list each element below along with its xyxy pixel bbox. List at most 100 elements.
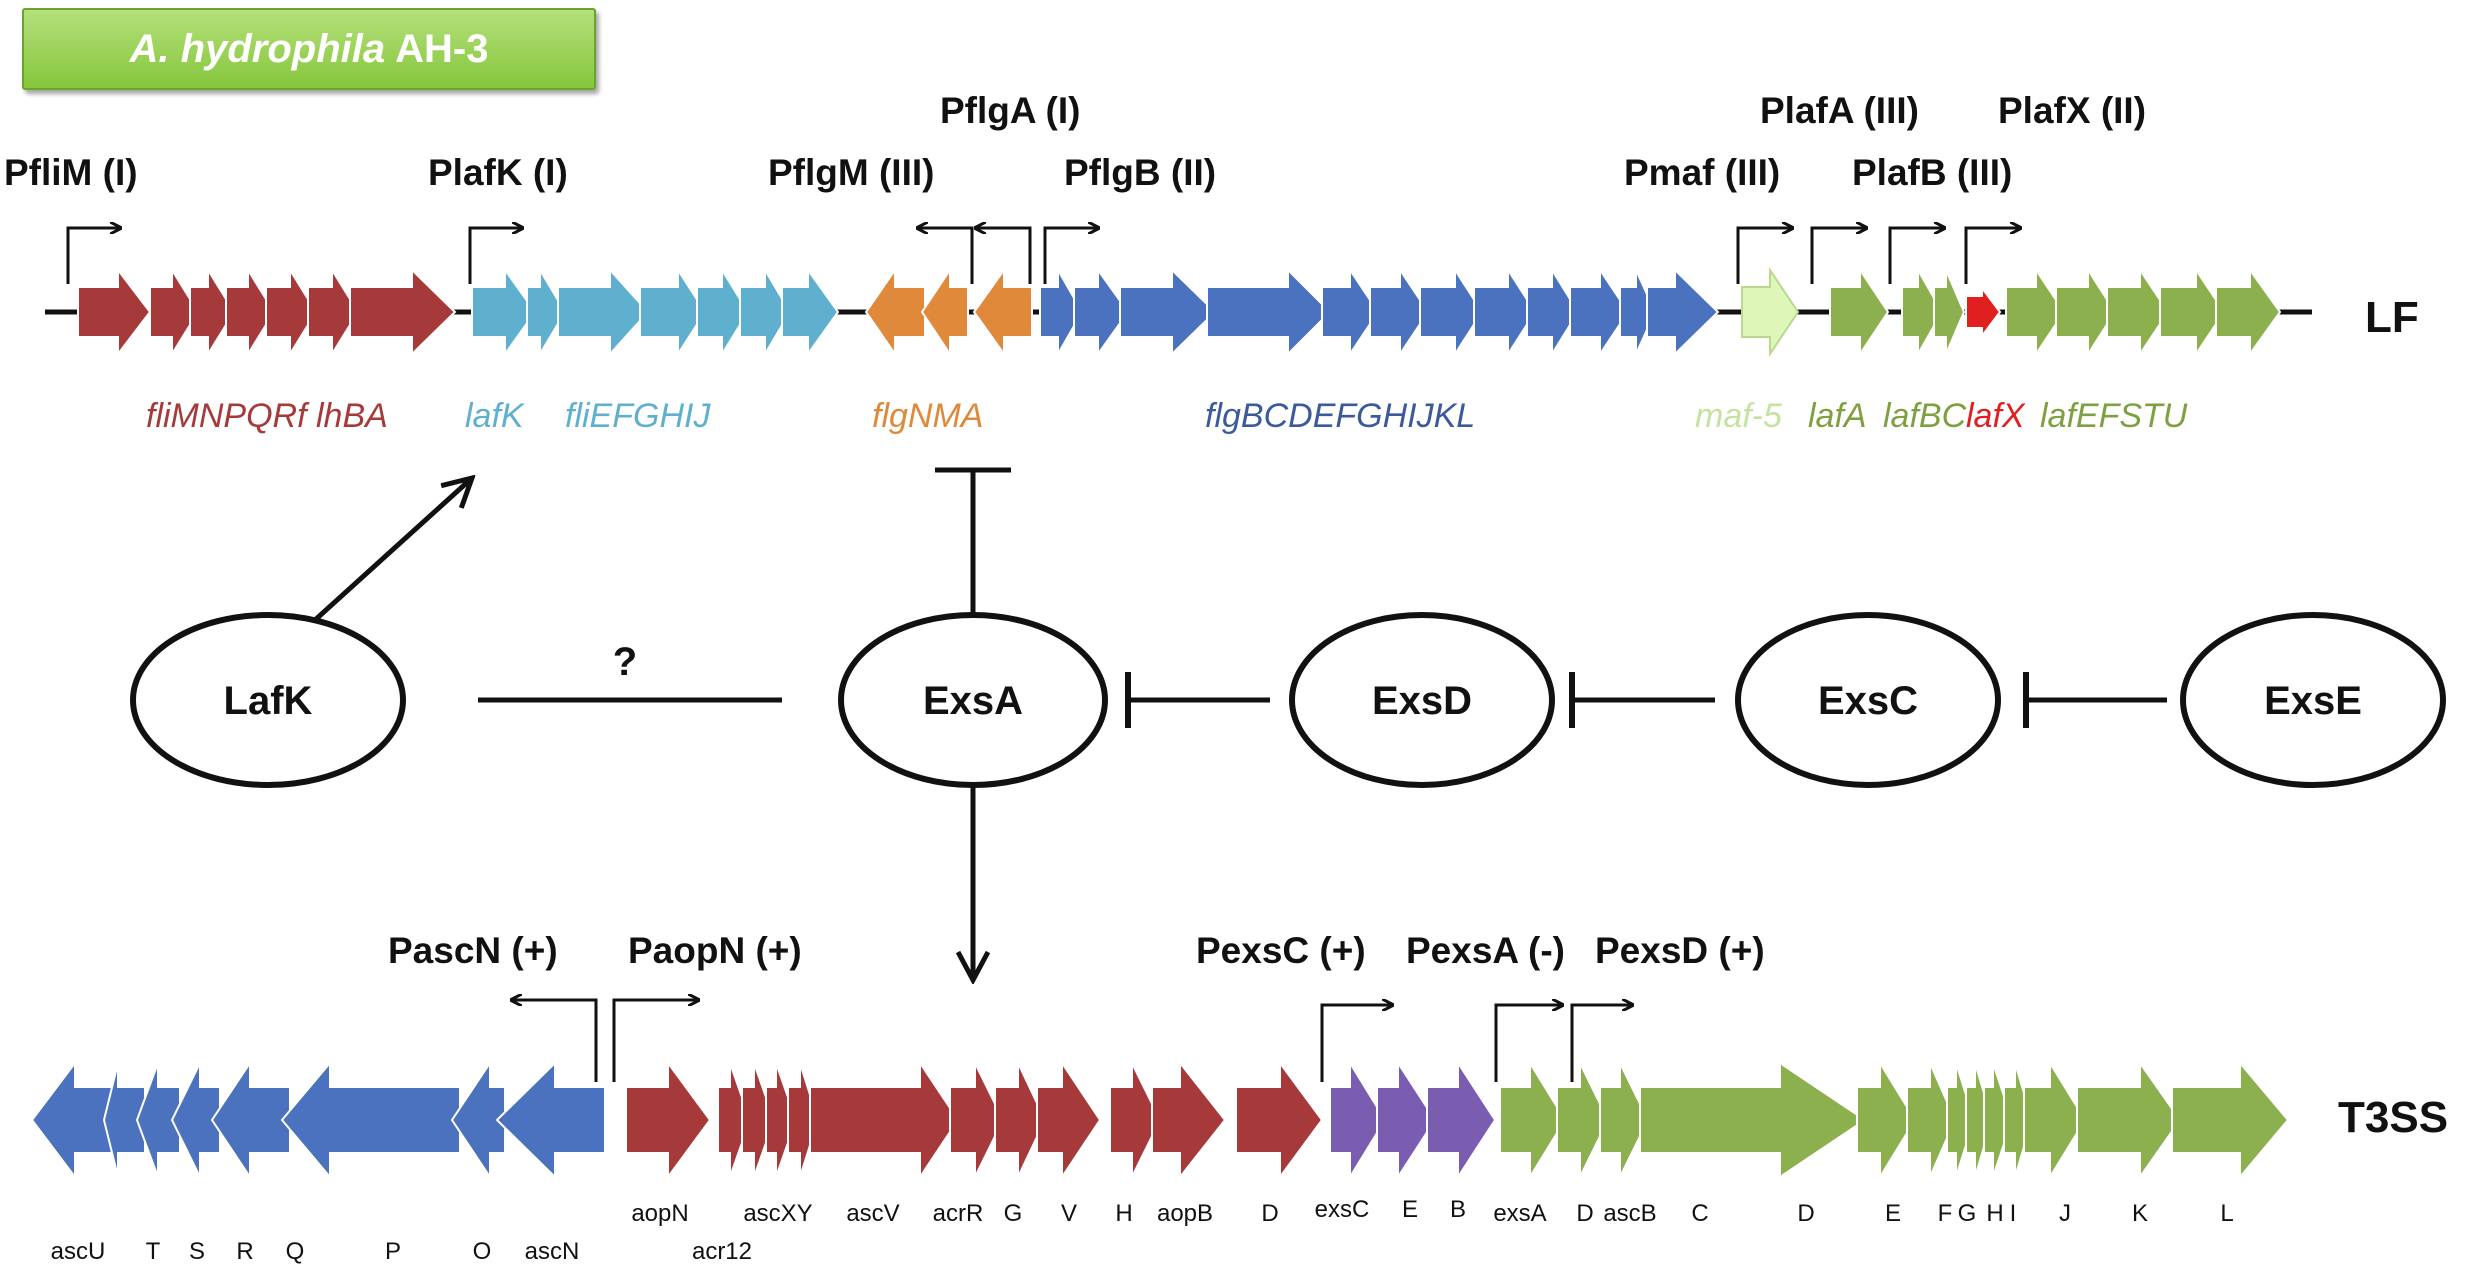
t3ss-gene-label: Q	[286, 1238, 305, 1265]
promoter-pflgm: PflgM (III)	[768, 152, 934, 193]
node-lafk	[130, 612, 406, 788]
t3ss-gene-arrow	[280, 1060, 461, 1180]
t3ss-gene-arrow	[450, 1059, 506, 1181]
t3ss-gene-label: acr12	[692, 1238, 752, 1265]
t3ss-gene-arrow	[1556, 1062, 1610, 1178]
gene-label-fliefghij: fliEFGHIJ	[565, 397, 711, 435]
lf-gene-arrow	[189, 266, 236, 358]
lf-gene-arrow	[149, 266, 200, 358]
t3ss-gene-label: ascU	[51, 1238, 106, 1265]
promoter-plafa: PlafA (III)	[1760, 90, 1919, 131]
t3ss-gene-label: exsC	[1315, 1196, 1370, 1223]
node-exsc	[1735, 612, 2001, 788]
gene-label-lafbc: lafBC	[1883, 397, 1967, 435]
lf-gene-arrow	[1829, 266, 1890, 358]
t3ss-gene-label: E	[1885, 1200, 1901, 1227]
promoter-pexsc: PexsC (+)	[1196, 930, 1366, 971]
gene-label-lafk: lafK	[465, 397, 525, 435]
lf-gene-arrow	[265, 266, 318, 358]
promoter-pflim: PfliM (I)	[4, 152, 138, 193]
regulatory-network: ? LafK ExsA ExsD ExsC ExsE	[130, 467, 2446, 980]
gene-label-lafa: lafA	[1808, 397, 1867, 435]
lf-gene-arrow	[1419, 266, 1484, 358]
t3ss-gene-label: D	[1261, 1200, 1278, 1227]
node-exsc-label: ExsC	[1818, 679, 1918, 723]
lf-gene-arrow	[1321, 266, 1380, 358]
t3ss-gene-label: G	[1004, 1200, 1023, 1227]
t3ss-promoter-arrows	[512, 1000, 1632, 1082]
promoter-plafk: PlafK (I)	[428, 152, 568, 193]
lf-gene-arrow	[1119, 267, 1217, 357]
t3ss-gene-label: G	[1958, 1200, 1977, 1227]
t3ss-gene-labels: ascU T S R Q P O ascN aopN acr12 ascXY a…	[51, 1196, 2234, 1265]
t3ss-gene-arrow	[102, 1062, 146, 1178]
t3ss-gene-label: K	[2132, 1200, 2148, 1227]
lf-gene-arrow	[1901, 266, 1944, 358]
node-exsa-label: ExsA	[923, 679, 1023, 723]
t3ss-gene-label: H	[1115, 1200, 1132, 1227]
t3ss-gene-label: ascB	[1603, 1200, 1656, 1227]
lf-gene-arrow	[471, 266, 537, 358]
promoter-pmaf: Pmaf (III)	[1624, 152, 1780, 193]
t3ss-gene-label: I	[2010, 1200, 2017, 1227]
t3ss-gene-arrow	[741, 1062, 776, 1178]
promoter-pflgb: PflgB (II)	[1064, 152, 1216, 193]
node-exsd-label: ExsD	[1372, 679, 1472, 723]
lf-gene-arrow	[972, 266, 1033, 358]
gene-label-lafx: lafX	[1966, 397, 2026, 435]
lf-gene-arrow	[1741, 266, 1800, 358]
lf-gene-arrow	[2055, 266, 2117, 358]
t3ss-gene-arrow	[1151, 1060, 1227, 1180]
lf-gene-arrow	[1369, 266, 1430, 358]
track-label-t3ss: T3SS	[2338, 1093, 2448, 1142]
lf-gene-arrow	[1933, 269, 1966, 355]
t3ss-gene-arrow	[1983, 1062, 2014, 1178]
t3ss-gene-arrow	[994, 1062, 1047, 1178]
lf-gene-arrow	[1473, 266, 1537, 358]
t3ss-gene-arrow	[135, 1062, 181, 1178]
lf-gene-arrow	[1073, 266, 1130, 358]
t3ss-gene-arrow	[1906, 1062, 1957, 1178]
t3ss-gene-label: E	[1402, 1196, 1418, 1223]
t3ss-gene-arrow	[2171, 1060, 2290, 1180]
t3ss-gene-arrow	[1329, 1059, 1387, 1181]
lf-gene-arrow	[526, 266, 567, 358]
lf-gene-arrow	[864, 266, 926, 358]
lf-gene-arrow	[1619, 269, 1657, 355]
lf-gene-arrow	[1206, 267, 1332, 357]
lafk-activation-arrow	[313, 478, 472, 622]
t3ss-gene-label: aopN	[631, 1200, 688, 1227]
node-lafk-label: LafK	[224, 679, 313, 723]
lf-gene-arrow	[2106, 266, 2170, 358]
t3ss-gene-arrow	[1036, 1059, 1102, 1181]
unknown-interaction-mark: ?	[613, 640, 637, 684]
t3ss-gene-arrow	[2076, 1059, 2182, 1181]
t3ss-gene-arrow	[717, 1062, 752, 1178]
t3ss-gene-arrow	[1639, 1061, 1867, 1179]
t3ss-gene-arrow	[809, 1059, 960, 1181]
title-strain: AH-3	[395, 26, 489, 71]
lf-gene-arrow	[225, 266, 276, 358]
t3ss-gene-arrow	[1235, 1059, 1324, 1181]
t3ss-gene-label: D	[1576, 1200, 1593, 1227]
gene-label-fli: fliMNPQRf lhBA	[146, 397, 388, 435]
track-label-lf: LF	[2365, 293, 2419, 342]
lf-gene-arrow	[639, 266, 707, 358]
lf-gene-arrow	[2215, 266, 2282, 358]
t3ss-gene-label: T	[146, 1238, 161, 1265]
promoter-pexsd: PexsD (+)	[1595, 930, 1765, 971]
title-organism: A. hydrophila	[129, 26, 386, 71]
t3ss-gene-label: J	[2059, 1200, 2071, 1227]
node-exse-label: ExsE	[2264, 679, 2362, 723]
t3ss-gene-label: aopB	[1157, 1200, 1213, 1227]
promoter-plafx: PlafX (II)	[1998, 90, 2146, 131]
lf-gene-arrow	[696, 266, 750, 358]
lf-gene-arrow-lafx	[1965, 285, 2002, 339]
lf-gene-arrow	[349, 267, 457, 357]
t3ss-gene-arrow	[1426, 1059, 1497, 1181]
t3ss-gene-arrow	[1109, 1062, 1162, 1178]
t3ss-gene-label: B	[1450, 1196, 1466, 1223]
lf-gene-arrow	[1569, 266, 1630, 358]
t3ss-gene-arrow	[30, 1060, 113, 1180]
